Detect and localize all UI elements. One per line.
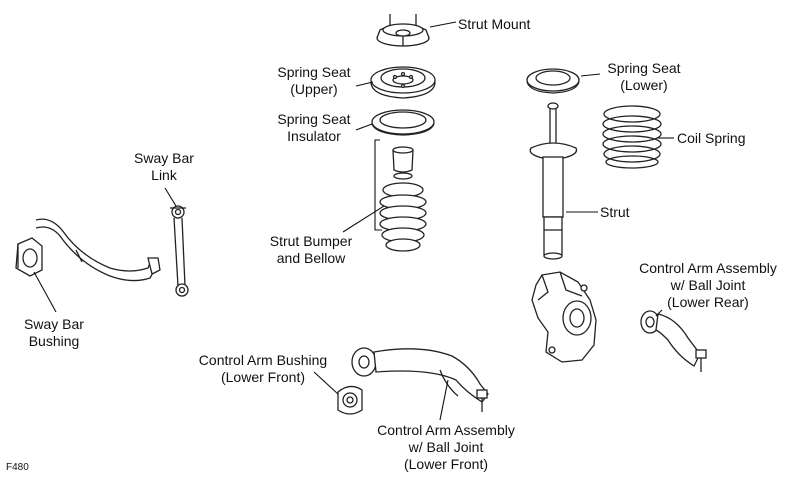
label-line: Bushing — [28, 333, 80, 349]
label-line: Strut Bumper — [269, 233, 353, 249]
label-spring-seat-upper: Spring Seat (Upper) — [268, 64, 360, 98]
figure-id: F480 — [6, 462, 29, 473]
label-line: Strut — [600, 204, 630, 220]
label-line: w/ Ball Joint — [670, 277, 746, 293]
label-line: (Lower) — [620, 77, 668, 93]
label-strut: Strut — [600, 204, 630, 221]
label-line: and Bellow — [276, 250, 346, 266]
label-line: Control Arm Assembly — [377, 422, 515, 438]
label-line: w/ Ball Joint — [408, 439, 484, 455]
label-line: (Lower Rear) — [667, 294, 749, 310]
control-arm-bushing-part — [337, 385, 363, 415]
label-control-arm-bushing: Control Arm Bushing (Lower Front) — [188, 352, 338, 386]
label-coil-spring: Coil Spring — [677, 130, 745, 147]
control-arm-front-part — [351, 347, 489, 412]
label-line: Sway Bar — [24, 316, 84, 332]
label-control-arm-front: Control Arm Assembly w/ Ball Joint (Lowe… — [364, 422, 528, 473]
label-line: Spring Seat — [277, 64, 351, 80]
label-line: (Lower Front) — [403, 456, 489, 472]
control-arm-rear-part — [640, 310, 707, 372]
sway-bar-bushing-part — [15, 237, 43, 277]
leader-lines — [33, 21, 674, 421]
label-line: Insulator — [287, 128, 341, 144]
coil-spring-part — [602, 105, 662, 169]
label-line: Link — [151, 167, 177, 183]
label-line: Strut Mount — [458, 16, 531, 32]
strut-bumper-part — [374, 139, 427, 252]
label-line: Spring Seat — [607, 60, 681, 76]
label-strut-bumper: Strut Bumper and Bellow — [256, 233, 366, 267]
label-line: Control Arm Assembly — [639, 260, 777, 276]
label-sway-bar-bushing: Sway Bar Bushing — [14, 316, 94, 350]
spring-seat-upper-part — [370, 66, 436, 99]
label-strut-mount: Strut Mount — [458, 16, 530, 33]
label-line: Control Arm Bushing — [198, 352, 328, 368]
label-line: Coil Spring — [677, 130, 746, 146]
spring-seat-lower-part — [526, 68, 580, 94]
label-control-arm-rear: Control Arm Assembly w/ Ball Joint (Lowe… — [628, 260, 788, 311]
label-line: Sway Bar — [134, 150, 194, 166]
spring-seat-insulator-part — [371, 109, 435, 136]
label-line: (Upper) — [290, 81, 338, 97]
label-line: (Lower Front) — [220, 369, 306, 385]
sway-bar-part — [35, 218, 161, 282]
label-sway-bar-link: Sway Bar Link — [124, 150, 204, 184]
strut-part — [529, 102, 578, 260]
steering-knuckle-part — [531, 271, 597, 363]
label-spring-seat-lower: Spring Seat (Lower) — [598, 60, 690, 94]
sway-bar-link-part — [170, 205, 189, 297]
label-line: Spring Seat — [277, 111, 351, 127]
strut-mount-part — [376, 14, 430, 47]
label-spring-seat-insulator: Spring Seat Insulator — [268, 111, 360, 145]
